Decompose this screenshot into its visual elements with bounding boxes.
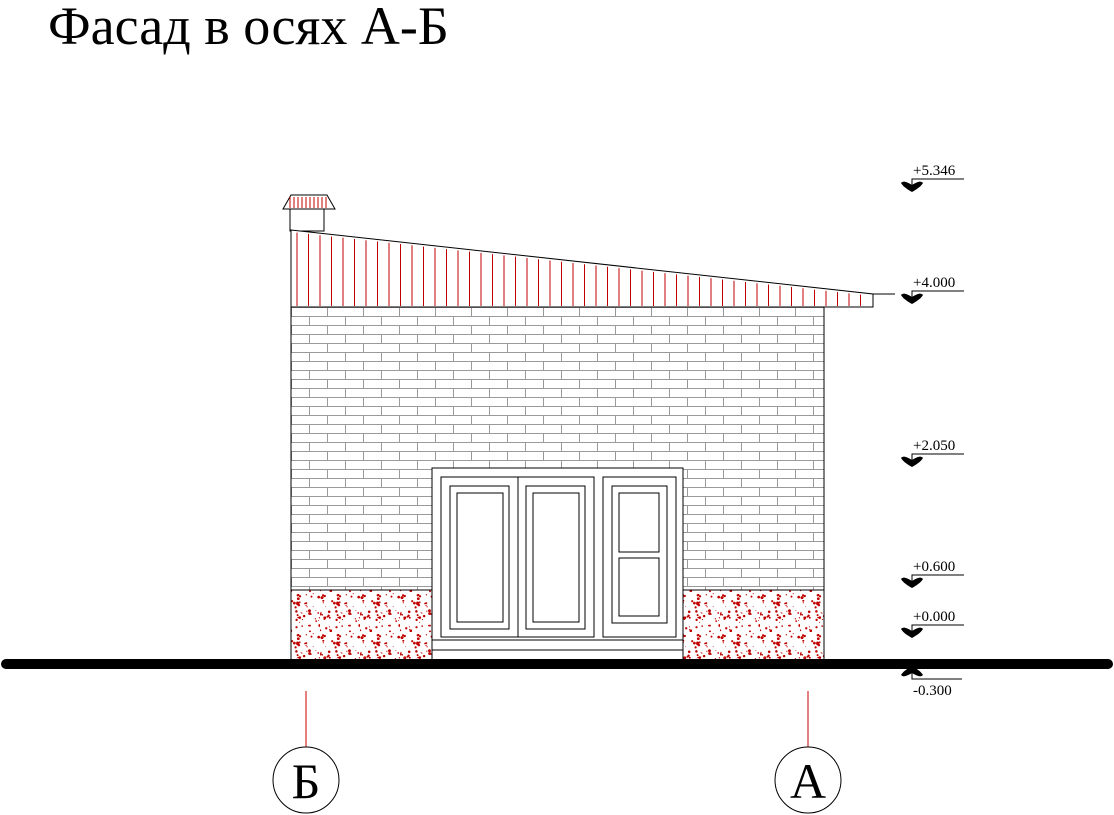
level-label: +0.000 [913, 609, 955, 625]
level-marker-icon [901, 577, 923, 588]
level-marker-icon [901, 181, 923, 192]
level-marks: +5.346 +4.000 +2.050 +0.600 +0.000 -0.30… [901, 163, 964, 699]
axis-marker: А [774, 691, 842, 814]
plinth [290, 589, 825, 661]
level-label: +4.000 [913, 275, 955, 291]
level-mark: +0.600 [901, 559, 964, 588]
axis-marker: Б [272, 691, 340, 814]
level-mark: +0.000 [901, 609, 964, 638]
drawing-title: Фасад в осях А-Б [48, 0, 449, 56]
roof [290, 229, 895, 308]
level-marker-icon [901, 456, 923, 467]
axis-label: А [790, 753, 826, 809]
level-mark: +4.000 [901, 275, 964, 304]
chimney [282, 194, 336, 232]
level-label: +2.050 [913, 438, 955, 454]
level-marker-icon [901, 293, 923, 304]
level-label: +0.600 [913, 559, 955, 575]
level-label: +5.346 [913, 163, 956, 179]
axis-label: Б [292, 753, 321, 809]
level-mark: +2.050 [901, 438, 964, 467]
level-mark: -0.300 [901, 666, 962, 699]
level-label: -0.300 [913, 683, 952, 699]
glazed-door-unit [431, 467, 684, 661]
level-marker-icon [901, 666, 923, 677]
level-mark: +5.346 [901, 163, 964, 192]
level-marker-icon [901, 627, 923, 638]
